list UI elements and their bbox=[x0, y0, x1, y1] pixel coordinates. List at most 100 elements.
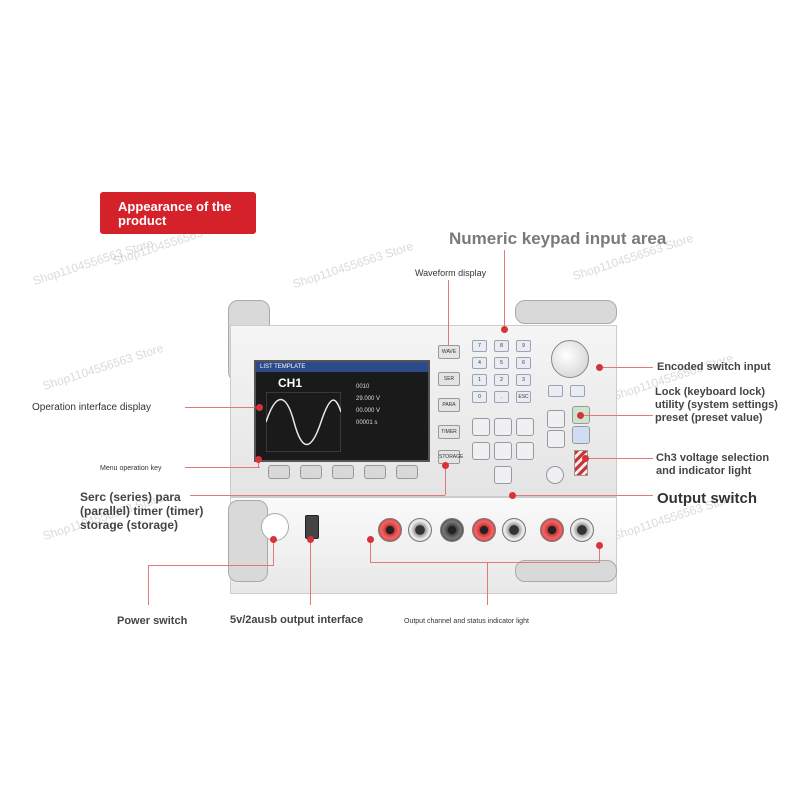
label-output-switch: Output switch bbox=[657, 490, 757, 507]
watermark: Shop1104556563 Store bbox=[290, 238, 415, 292]
callout-line bbox=[148, 565, 274, 566]
callout-dot bbox=[442, 462, 449, 469]
callout-line bbox=[185, 407, 255, 408]
key-5[interactable]: 5 bbox=[494, 357, 509, 369]
preset-value-key[interactable] bbox=[572, 426, 590, 444]
label-encoded-switch: Encoded switch input bbox=[657, 361, 771, 373]
channel-key[interactable] bbox=[494, 418, 512, 436]
label-serc-parallel: Serc (series) para (parallel) timer (tim… bbox=[80, 490, 204, 532]
callout-dot bbox=[501, 326, 508, 333]
key-2[interactable]: 2 bbox=[494, 374, 509, 386]
label-operation-interface: Operation interface display bbox=[32, 402, 151, 413]
screen-header: LIST TEMPLATE bbox=[256, 362, 428, 372]
key-3[interactable]: 3 bbox=[516, 374, 531, 386]
label-ch3-voltage: Ch3 voltage selection and indicator ligh… bbox=[656, 452, 770, 477]
ser-button[interactable]: SER bbox=[438, 372, 460, 386]
label-lock-utility: Lock (keyboard lock) utility (system set… bbox=[655, 386, 778, 424]
callout-dot bbox=[596, 364, 603, 371]
callout-dot bbox=[256, 404, 263, 411]
callout-line bbox=[185, 467, 260, 468]
screen-value: 00.000 V bbox=[356, 408, 381, 414]
channel-key[interactable] bbox=[516, 442, 534, 460]
badge-text: Appearance of the product bbox=[118, 199, 232, 228]
timer-button[interactable]: TIMER bbox=[438, 425, 460, 439]
callout-dot bbox=[270, 536, 277, 543]
screen-channel: CH1 bbox=[278, 376, 303, 390]
all-on-off-key[interactable] bbox=[494, 466, 512, 484]
callout-line bbox=[448, 280, 449, 345]
encoder-left-key[interactable] bbox=[548, 385, 563, 397]
channel-key[interactable] bbox=[472, 442, 490, 460]
channel-key[interactable] bbox=[516, 418, 534, 436]
right-bottom-handle bbox=[515, 560, 617, 582]
appearance-badge: Appearance of the product bbox=[100, 192, 256, 234]
ch3-voltage-selector[interactable] bbox=[574, 450, 588, 476]
ch3-positive-terminal[interactable] bbox=[540, 518, 564, 542]
label-waveform-display: Waveform display bbox=[415, 268, 487, 278]
watermark: Shop1104556563 Store bbox=[40, 340, 165, 394]
watermark: Shop1104556563 Store bbox=[30, 235, 155, 289]
display-screen: LIST TEMPLATE CH1 0010 29.000 V 00.000 V… bbox=[254, 360, 430, 462]
key-4[interactable]: 4 bbox=[472, 357, 487, 369]
callout-line bbox=[148, 565, 149, 605]
callout-dot bbox=[367, 536, 374, 543]
callout-line bbox=[599, 545, 600, 562]
callout-line bbox=[580, 415, 653, 416]
key-6[interactable]: 6 bbox=[516, 357, 531, 369]
right-top-handle bbox=[515, 300, 617, 324]
key-8[interactable]: 8 bbox=[494, 340, 509, 352]
callout-line bbox=[258, 460, 259, 468]
ch3-negative-terminal[interactable] bbox=[570, 518, 594, 542]
label-usb-output: 5v/2ausb output interface bbox=[230, 614, 364, 626]
callout-line bbox=[504, 250, 505, 330]
menu-key-5[interactable] bbox=[396, 465, 418, 479]
waveform-graph bbox=[266, 392, 341, 452]
label-menu-operation-key: Menu operation key bbox=[100, 465, 162, 472]
key-0[interactable]: 0 bbox=[472, 391, 487, 403]
callout-line bbox=[598, 367, 653, 368]
wave-button[interactable]: WAVE bbox=[438, 345, 460, 359]
left-bottom-handle bbox=[228, 500, 268, 582]
callout-line bbox=[512, 495, 653, 496]
storage-button[interactable]: STORAGE bbox=[438, 450, 463, 464]
encoder-right-key[interactable] bbox=[570, 385, 585, 397]
callout-line bbox=[370, 540, 371, 562]
label-output-channel: Output channel and status indicator ligh… bbox=[404, 618, 529, 625]
callout-dot bbox=[255, 456, 262, 463]
screen-value: 0010 bbox=[356, 384, 370, 390]
para-button[interactable]: PARA bbox=[438, 398, 460, 412]
callout-line bbox=[585, 458, 653, 459]
callout-dot bbox=[577, 412, 584, 419]
ch3-key[interactable] bbox=[546, 466, 564, 484]
key-1[interactable]: 1 bbox=[472, 374, 487, 386]
ch1-positive-terminal[interactable] bbox=[378, 518, 402, 542]
key-dot[interactable]: . bbox=[494, 391, 509, 403]
ch2-negative-terminal[interactable] bbox=[502, 518, 526, 542]
callout-dot bbox=[582, 455, 589, 462]
channel-key[interactable] bbox=[494, 442, 512, 460]
callout-line bbox=[310, 540, 311, 605]
label-power-switch: Power switch bbox=[117, 615, 188, 627]
channel-key[interactable] bbox=[472, 418, 490, 436]
key-9[interactable]: 9 bbox=[516, 340, 531, 352]
screen-value: 00001 s bbox=[356, 420, 378, 426]
utility-key[interactable] bbox=[547, 430, 565, 448]
menu-key-1[interactable] bbox=[268, 465, 290, 479]
ch2-positive-terminal[interactable] bbox=[472, 518, 496, 542]
callout-dot bbox=[307, 536, 314, 543]
menu-key-2[interactable] bbox=[300, 465, 322, 479]
screen-value: 29.000 V bbox=[356, 396, 381, 402]
encoder-knob[interactable] bbox=[551, 340, 589, 378]
key-7[interactable]: 7 bbox=[472, 340, 487, 352]
callout-line bbox=[487, 562, 488, 605]
menu-key-4[interactable] bbox=[364, 465, 386, 479]
menu-key-3[interactable] bbox=[332, 465, 354, 479]
callout-line bbox=[445, 465, 446, 495]
callout-line bbox=[273, 540, 274, 565]
ch1-negative-terminal[interactable] bbox=[408, 518, 432, 542]
lock-key[interactable] bbox=[547, 410, 565, 428]
key-esc[interactable]: ESC bbox=[516, 391, 531, 403]
gnd-terminal[interactable] bbox=[440, 518, 464, 542]
callout-line bbox=[370, 562, 600, 563]
callout-dot bbox=[596, 542, 603, 549]
